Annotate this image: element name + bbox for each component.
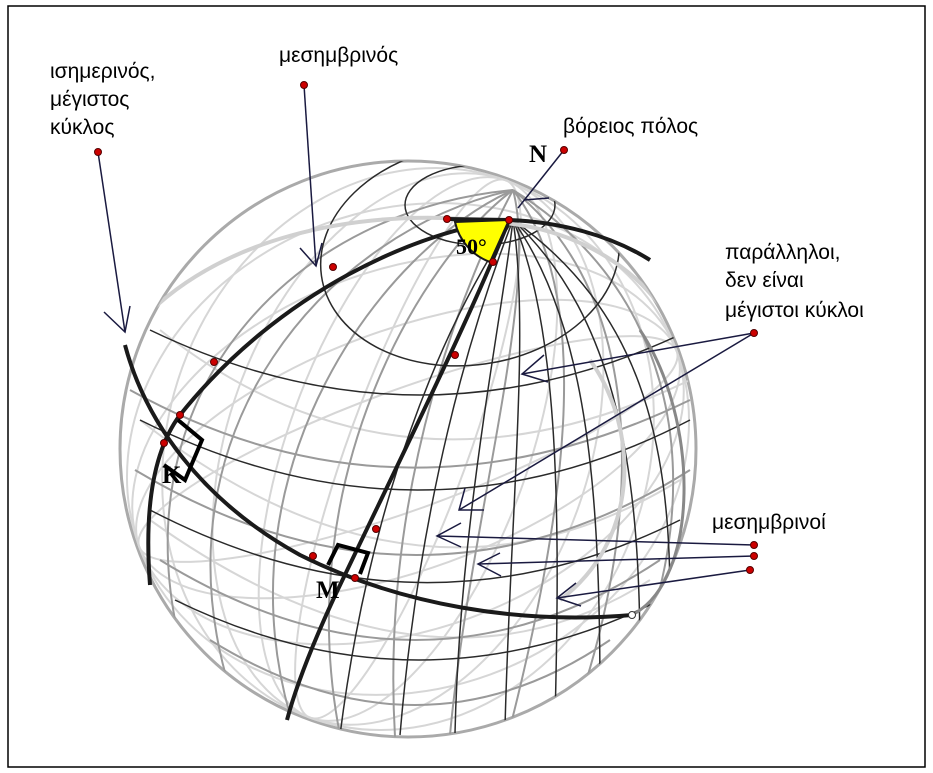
point-markers: [94, 81, 758, 582]
parallels-label-line1: παράλληλοι,: [725, 241, 840, 264]
equator-label-line2: μέγιστος: [50, 88, 129, 111]
back-great-circle-lower: [558, 358, 627, 602]
equator-great-circle: [123, 344, 633, 620]
dot-meridian-1: [329, 263, 337, 271]
dot-meridians-label-1: [750, 541, 758, 549]
dot-main-meridian-1: [451, 351, 459, 359]
right-angle-k: [162, 418, 205, 484]
meridian-label: μεσημβρινός: [279, 44, 398, 67]
angle-value-label: 50°: [456, 234, 487, 259]
angle-sector: [453, 218, 511, 264]
diagram-border: [7, 5, 926, 768]
dot-meridian-2: [210, 358, 218, 366]
dot-meridian-label: [300, 81, 308, 89]
top-arc: [446, 217, 652, 262]
dot-meridians-label-3: [746, 566, 754, 574]
dot-north: [505, 216, 513, 224]
right-angle-m: [326, 542, 371, 575]
point-label-k: K: [162, 462, 182, 489]
pointer-lines: [97, 84, 755, 607]
parallels-label-line2: δεν είναι: [725, 269, 804, 292]
dot-angle-left: [443, 215, 451, 223]
dot-parallels-label: [750, 329, 758, 337]
point-label-m: M: [316, 577, 340, 604]
dot-main-meridian-2: [372, 525, 380, 533]
dot-equator-label: [94, 148, 102, 156]
dot-m: [351, 574, 359, 582]
back-grid: [125, 166, 691, 732]
dot-equator-end: [628, 611, 636, 619]
equator-back-part: [631, 329, 686, 617]
dot-pole-label: [560, 146, 568, 154]
dot-meridian-3: [176, 411, 184, 419]
dot-angle-bottom: [489, 258, 497, 266]
dot-m-left: [309, 552, 317, 560]
point-label-n: N: [529, 141, 547, 168]
dot-k: [160, 439, 168, 447]
meridians-label: μεσημβρινοί: [712, 511, 826, 534]
equator-label-line1: ισημερινός,: [50, 60, 156, 83]
dot-meridians-label-2: [750, 552, 758, 560]
meridian-through-k: [146, 218, 510, 586]
north-pole-label: βόρειος πόλος: [563, 115, 698, 138]
equator-label-line3: κύκλος: [50, 116, 114, 139]
main-meridian: [285, 219, 511, 721]
parallels-label-line3: μέγιστοι κύκλοι: [725, 299, 864, 322]
